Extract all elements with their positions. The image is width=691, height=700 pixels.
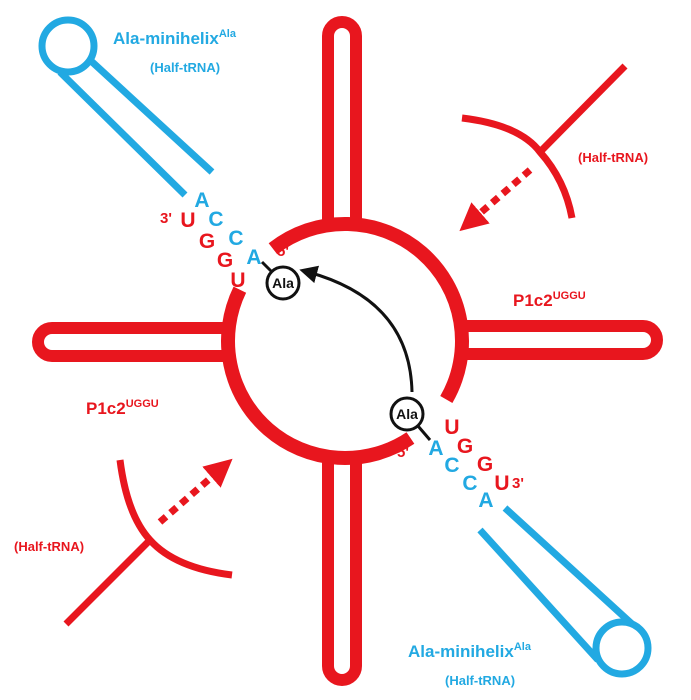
dashed-arrow-left [157,458,233,525]
nucleotide: C [208,208,223,231]
five-prime-label: 5' [397,444,409,461]
nucleotide: A [478,489,493,512]
nucleotide: C [444,454,459,477]
nucleotide: G [199,230,215,253]
nucleotide: U [444,416,459,439]
minihelix-top-shape [38,16,215,198]
half-trna-left-shape [63,459,233,627]
top-hairpin-arm [322,16,362,243]
transfer-arrow [299,265,414,393]
three-prime-label: 3' [160,210,172,227]
dashed-arrow-right [459,167,533,232]
nucleotide: G [457,435,473,458]
nucleotide: A [246,246,261,269]
nucleotide: U [180,209,195,232]
ala-circle-top [265,265,301,301]
three-prime-label: 3' [512,475,524,492]
nucleotide: C [462,472,477,495]
nucleotide: C [228,227,243,250]
right-hairpin-arm [446,320,663,360]
ala-circle-bottom [389,396,425,432]
minihelix-bottom-subtitle: (Half-tRNA) [445,673,515,688]
minihelix-bottom-shape [477,505,652,678]
p1c2-left-label: P1c2UGGU [86,398,159,418]
minihelix-top-title: Ala-minihelixAla [113,28,237,48]
left-hairpin-arm [32,322,244,362]
bottom-hairpin-arm [322,439,362,686]
five-prime-label: 5' [277,243,289,260]
nucleotide: A [194,189,209,212]
central-ring [221,217,469,465]
minihelix-bottom-title: Ala-minihelixAla [408,641,532,661]
ala-bottom-label: Ala [396,406,418,422]
nucleotide: U [230,269,245,292]
ala-top-label: Ala [272,275,294,291]
half-trna-right-shape [461,63,628,219]
minihelix-top-subtitle: (Half-tRNA) [150,60,220,75]
half-trna-right-label: (Half-tRNA) [578,150,648,165]
nucleotide: G [477,453,493,476]
nucleotide: U [494,472,509,495]
p1c2-right-label: P1c2UGGU [513,290,586,310]
nucleotide: A [428,437,443,460]
half-trna-left-label: (Half-tRNA) [14,539,84,554]
nucleotide: G [217,249,233,272]
